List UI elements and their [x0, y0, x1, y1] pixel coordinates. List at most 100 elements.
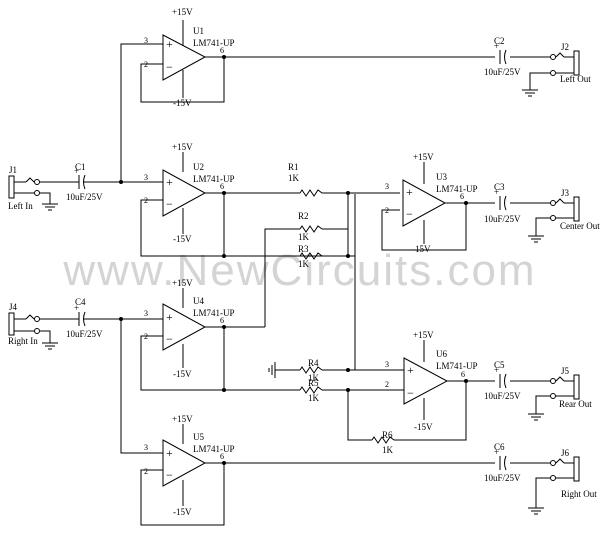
- svg-text:+: +: [166, 446, 173, 460]
- svg-text:3: 3: [144, 36, 148, 45]
- svg-text:LM741-UP: LM741-UP: [436, 361, 478, 371]
- opamp-u6: + − +15V -15V U6 LM741-UP 3 2 6: [385, 330, 478, 432]
- svg-text:−: −: [166, 197, 173, 211]
- svg-text:LM741-UP: LM741-UP: [193, 38, 235, 48]
- resistor-r4: R4 1K: [299, 358, 323, 383]
- svg-text:Left In: Left In: [8, 201, 33, 211]
- svg-text:J4: J4: [9, 302, 18, 312]
- svg-text:LM741-UP: LM741-UP: [436, 184, 478, 194]
- svg-text:6: 6: [220, 452, 224, 461]
- capacitor-c6: + C6 10uF/25V: [484, 442, 521, 483]
- svg-text:R1: R1: [288, 162, 299, 172]
- svg-text:-15V: -15V: [414, 422, 433, 432]
- svg-text:6: 6: [220, 316, 224, 325]
- svg-text:C3: C3: [494, 182, 505, 192]
- svg-text:+15V: +15V: [413, 330, 434, 340]
- svg-text:+: +: [407, 363, 414, 377]
- svg-text:3: 3: [385, 360, 389, 369]
- capacitor-c3: + C3 10uF/25V: [484, 182, 521, 224]
- resistor-r2: R2 1K: [298, 211, 323, 242]
- svg-text:+: +: [494, 447, 499, 457]
- svg-text:10uF/25V: 10uF/25V: [66, 329, 103, 339]
- svg-text:1K: 1K: [308, 373, 320, 383]
- svg-text:3: 3: [144, 173, 148, 182]
- svg-text:J1: J1: [9, 165, 17, 175]
- svg-text:1K: 1K: [298, 259, 310, 269]
- svg-text:+: +: [166, 310, 173, 324]
- svg-text:C6: C6: [494, 442, 505, 452]
- jack-j5: J5 Rear Out: [550, 366, 592, 409]
- svg-text:1K: 1K: [382, 445, 394, 455]
- svg-text:LM741-UP: LM741-UP: [193, 444, 235, 454]
- svg-text:10uF/25V: 10uF/25V: [484, 214, 521, 224]
- svg-text:10uF/25V: 10uF/25V: [484, 391, 521, 401]
- svg-text:+: +: [494, 41, 499, 51]
- opamp-u2: + − +15V -15V U2 LM741-UP 3 2 6: [144, 142, 235, 244]
- ground-icon: [528, 235, 544, 243]
- jack-j6: J6 Right Out: [550, 448, 597, 499]
- svg-text:3: 3: [144, 309, 148, 318]
- svg-text:+15V: +15V: [413, 152, 434, 162]
- svg-text:U4: U4: [193, 296, 204, 306]
- svg-text:Center Out: Center Out: [560, 221, 600, 231]
- svg-text:+: +: [166, 37, 173, 51]
- svg-text:R5: R5: [308, 378, 319, 388]
- svg-text:−: −: [407, 386, 414, 400]
- svg-text:1K: 1K: [298, 232, 310, 242]
- ground-icon: [268, 362, 276, 378]
- ground-symbols: [42, 89, 544, 515]
- svg-text:U1: U1: [193, 26, 204, 36]
- svg-text:2: 2: [144, 467, 148, 476]
- jack-j3: J3 Center Out: [550, 188, 600, 231]
- svg-text:6: 6: [220, 46, 224, 55]
- svg-text:LM741-UP: LM741-UP: [193, 174, 235, 184]
- capacitor-c2: + C2 10uF/25V: [484, 36, 521, 77]
- resistor-r3: R3 1K: [298, 244, 323, 269]
- svg-text:6: 6: [460, 192, 464, 201]
- ground-icon: [528, 507, 544, 515]
- svg-text:+15V: +15V: [172, 7, 193, 17]
- svg-text:+: +: [494, 187, 499, 197]
- svg-text:+: +: [166, 175, 173, 189]
- svg-text:-15V: -15V: [173, 98, 192, 108]
- svg-text:R4: R4: [308, 358, 319, 368]
- svg-text:R3: R3: [298, 244, 309, 254]
- svg-text:-15V: -15V: [173, 369, 192, 379]
- svg-text:Left Out: Left Out: [560, 74, 591, 84]
- svg-text:6: 6: [220, 182, 224, 191]
- svg-text:C5: C5: [494, 360, 505, 370]
- svg-text:+: +: [406, 185, 413, 199]
- svg-text:-15V: -15V: [173, 234, 192, 244]
- svg-text:2: 2: [144, 60, 148, 69]
- svg-text:+15V: +15V: [172, 278, 193, 288]
- svg-text:J3: J3: [561, 188, 570, 198]
- svg-text:J6: J6: [561, 448, 570, 458]
- svg-text:−: −: [166, 332, 173, 346]
- svg-text:2: 2: [144, 332, 148, 341]
- jack-j4: J4 Right In: [8, 302, 40, 346]
- opamp-u3: + − +15V -15V U3 LM741-UP 3 2 6: [385, 152, 478, 254]
- svg-text:C1: C1: [75, 162, 86, 172]
- svg-text:-15V: -15V: [173, 507, 192, 517]
- ground-icon: [528, 413, 544, 421]
- wires: [40, 43, 551, 526]
- opamp-u5: + − +15V -15V U5 LM741-UP 3 2 6: [144, 414, 235, 517]
- opamp-u1: + − +15V -15V U1 LM741-UP 3 2 6: [144, 7, 235, 108]
- svg-text:C2: C2: [494, 36, 505, 46]
- svg-text:+15V: +15V: [172, 414, 193, 424]
- svg-text:−: −: [166, 468, 173, 482]
- svg-text:−: −: [406, 207, 413, 221]
- svg-text:R6: R6: [382, 430, 393, 440]
- svg-text:−: −: [166, 60, 173, 74]
- svg-text:1K: 1K: [288, 173, 300, 183]
- svg-text:Rear Out: Rear Out: [559, 399, 592, 409]
- jack-j2: J2 Left Out: [550, 42, 591, 84]
- svg-text:1K: 1K: [308, 393, 320, 403]
- ground-icon: [522, 89, 538, 97]
- svg-text:+: +: [494, 365, 499, 375]
- capacitor-c1: + C1 10uF/25V: [66, 162, 103, 202]
- svg-text:2: 2: [385, 206, 389, 215]
- svg-text:10uF/25V: 10uF/25V: [484, 67, 521, 77]
- svg-text:-15V: -15V: [412, 244, 431, 254]
